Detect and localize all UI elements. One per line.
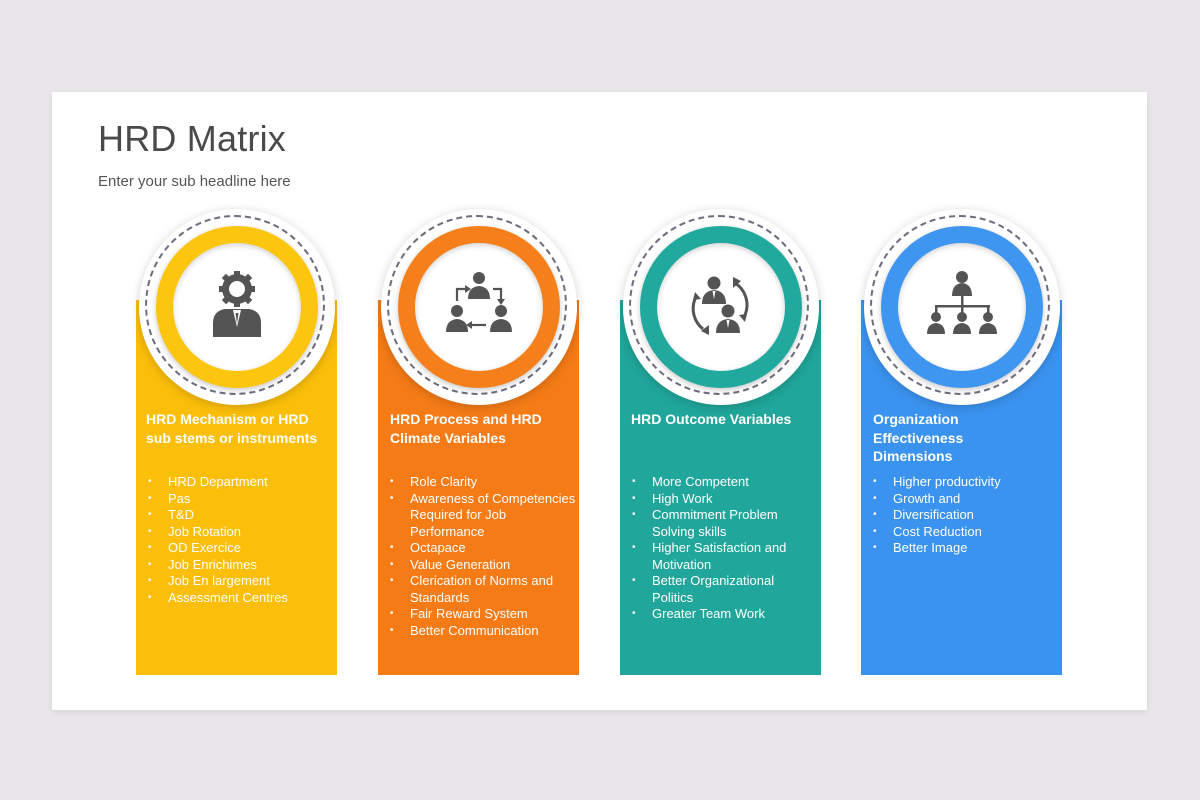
list-item: Higher Satisfaction and Motivation: [630, 540, 818, 573]
list-item: Job Rotation: [146, 524, 331, 541]
list-item: Role Clarity: [388, 474, 576, 491]
list-item: Octapace: [388, 540, 576, 557]
card-icon-circle: [657, 243, 785, 371]
list-item: Diversification: [871, 507, 1059, 524]
list-item: Job Enrichimes: [146, 557, 331, 574]
page-title: HRD Matrix: [98, 118, 286, 159]
list-item: Job En largement: [146, 573, 331, 590]
list-item: Greater Team Work: [630, 606, 818, 623]
list-item: HRD Department: [146, 474, 331, 491]
card-title: HRD Mechanism or HRD sub stems or instru…: [146, 411, 318, 446]
list-item: Cost Reduction: [871, 524, 1059, 541]
team-cycle-icon: [446, 272, 512, 332]
gear-person-icon: [213, 271, 261, 337]
card-list: More Competent High Work Commitment Prob…: [630, 474, 818, 623]
list-item: Assessment Centres: [146, 590, 331, 607]
list-item: Growth and: [871, 491, 1059, 508]
card-title: HRD Outcome Variables: [631, 411, 792, 427]
card-title: HRD Process and HRD Climate Variables: [390, 411, 542, 446]
people-exchange-icon: [691, 276, 749, 335]
list-item: Pas: [146, 491, 331, 508]
card-title: Organization Effectiveness Dimensions: [873, 411, 964, 464]
list-item: Clerication of Norms and Standards: [388, 573, 576, 606]
card-org-effectiveness: Organization Effectiveness Dimensions Hi…: [861, 209, 1062, 675]
card-list: Higher productivity Growth and Diversifi…: [871, 474, 1059, 557]
list-item: Higher productivity: [871, 474, 1059, 491]
org-chart-icon: [927, 271, 997, 334]
list-item: More Competent: [630, 474, 818, 491]
card-hrd-process: HRD Process and HRD Climate Variables Ro…: [378, 209, 579, 675]
list-item: Fair Reward System: [388, 606, 576, 623]
card-hrd-mechanism: HRD Mechanism or HRD sub stems or instru…: [136, 209, 337, 675]
list-item: Value Generation: [388, 557, 576, 574]
card-list: HRD Department Pas T&D Job Rotation OD E…: [146, 474, 331, 606]
list-item: Better Communication: [388, 623, 576, 640]
list-item: Better Organizational Politics: [630, 573, 818, 606]
card-hrd-outcome: HRD Outcome Variables More Competent Hig…: [620, 209, 821, 675]
list-item: Commitment Problem Solving skills: [630, 507, 818, 540]
list-item: Better Image: [871, 540, 1059, 557]
list-item: T&D: [146, 507, 331, 524]
page-subtitle: Enter your sub headline here: [98, 173, 291, 190]
card-icon-circle: [415, 243, 543, 371]
list-item: High Work: [630, 491, 818, 508]
list-item: Awareness of Competencies Required for J…: [388, 491, 576, 541]
list-item: OD Exercice: [146, 540, 331, 557]
card-list: Role Clarity Awareness of Competencies R…: [388, 474, 576, 639]
